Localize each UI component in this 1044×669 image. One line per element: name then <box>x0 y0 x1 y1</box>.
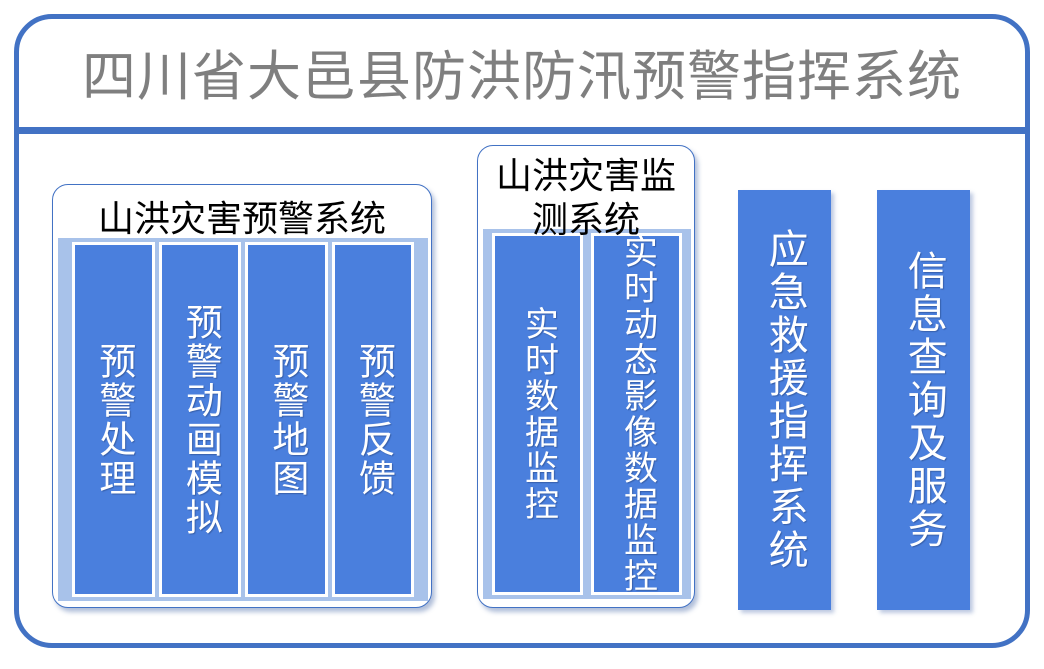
module-label: 预警动画模拟 <box>179 302 221 537</box>
module-label: 实时数据监控 <box>519 306 557 522</box>
module-label: 预警地图 <box>265 341 307 498</box>
module-warning-animation-simulation[interactable]: 预警动画模拟 <box>158 242 241 597</box>
module-label: 实时动态影像数据监控 <box>618 234 656 594</box>
module-label: 信息查询及服务 <box>901 249 947 551</box>
module-label: 预警反馈 <box>352 341 394 498</box>
module-label: 预警处理 <box>92 341 134 498</box>
panel-monitoring-system[interactable]: 山洪灾害监测系统 实时数据监控 实时动态影像数据监控 <box>477 145 695 608</box>
header-divider <box>19 127 1025 134</box>
module-emergency-rescue-command-system[interactable]: 应急救援指挥系统 <box>738 190 831 610</box>
outer-frame-border <box>14 14 1030 648</box>
module-warning-processing[interactable]: 预警处理 <box>72 242 155 597</box>
module-information-query-and-service[interactable]: 信息查询及服务 <box>877 190 970 610</box>
panel-monitoring-system-body: 实时数据监控 实时动态影像数据监控 <box>483 229 691 599</box>
module-warning-feedback[interactable]: 预警反馈 <box>331 242 414 597</box>
panel-warning-system-title: 山洪灾害预警系统 <box>97 199 386 239</box>
page-title: 四川省大邑县防洪防汛预警指挥系统 <box>82 47 962 107</box>
panel-warning-system-body: 预警处理 预警动画模拟 预警地图 预警反馈 <box>58 238 428 601</box>
panel-warning-system[interactable]: 山洪灾害预警系统 预警处理 预警动画模拟 预警地图 预警反馈 <box>52 184 432 608</box>
module-warning-map[interactable]: 预警地图 <box>245 242 328 597</box>
module-realtime-dynamic-image-data-monitoring[interactable]: 实时动态影像数据监控 <box>591 233 682 595</box>
module-realtime-data-monitoring[interactable]: 实时数据监控 <box>492 233 583 595</box>
module-label: 应急救援指挥系统 <box>762 228 808 572</box>
